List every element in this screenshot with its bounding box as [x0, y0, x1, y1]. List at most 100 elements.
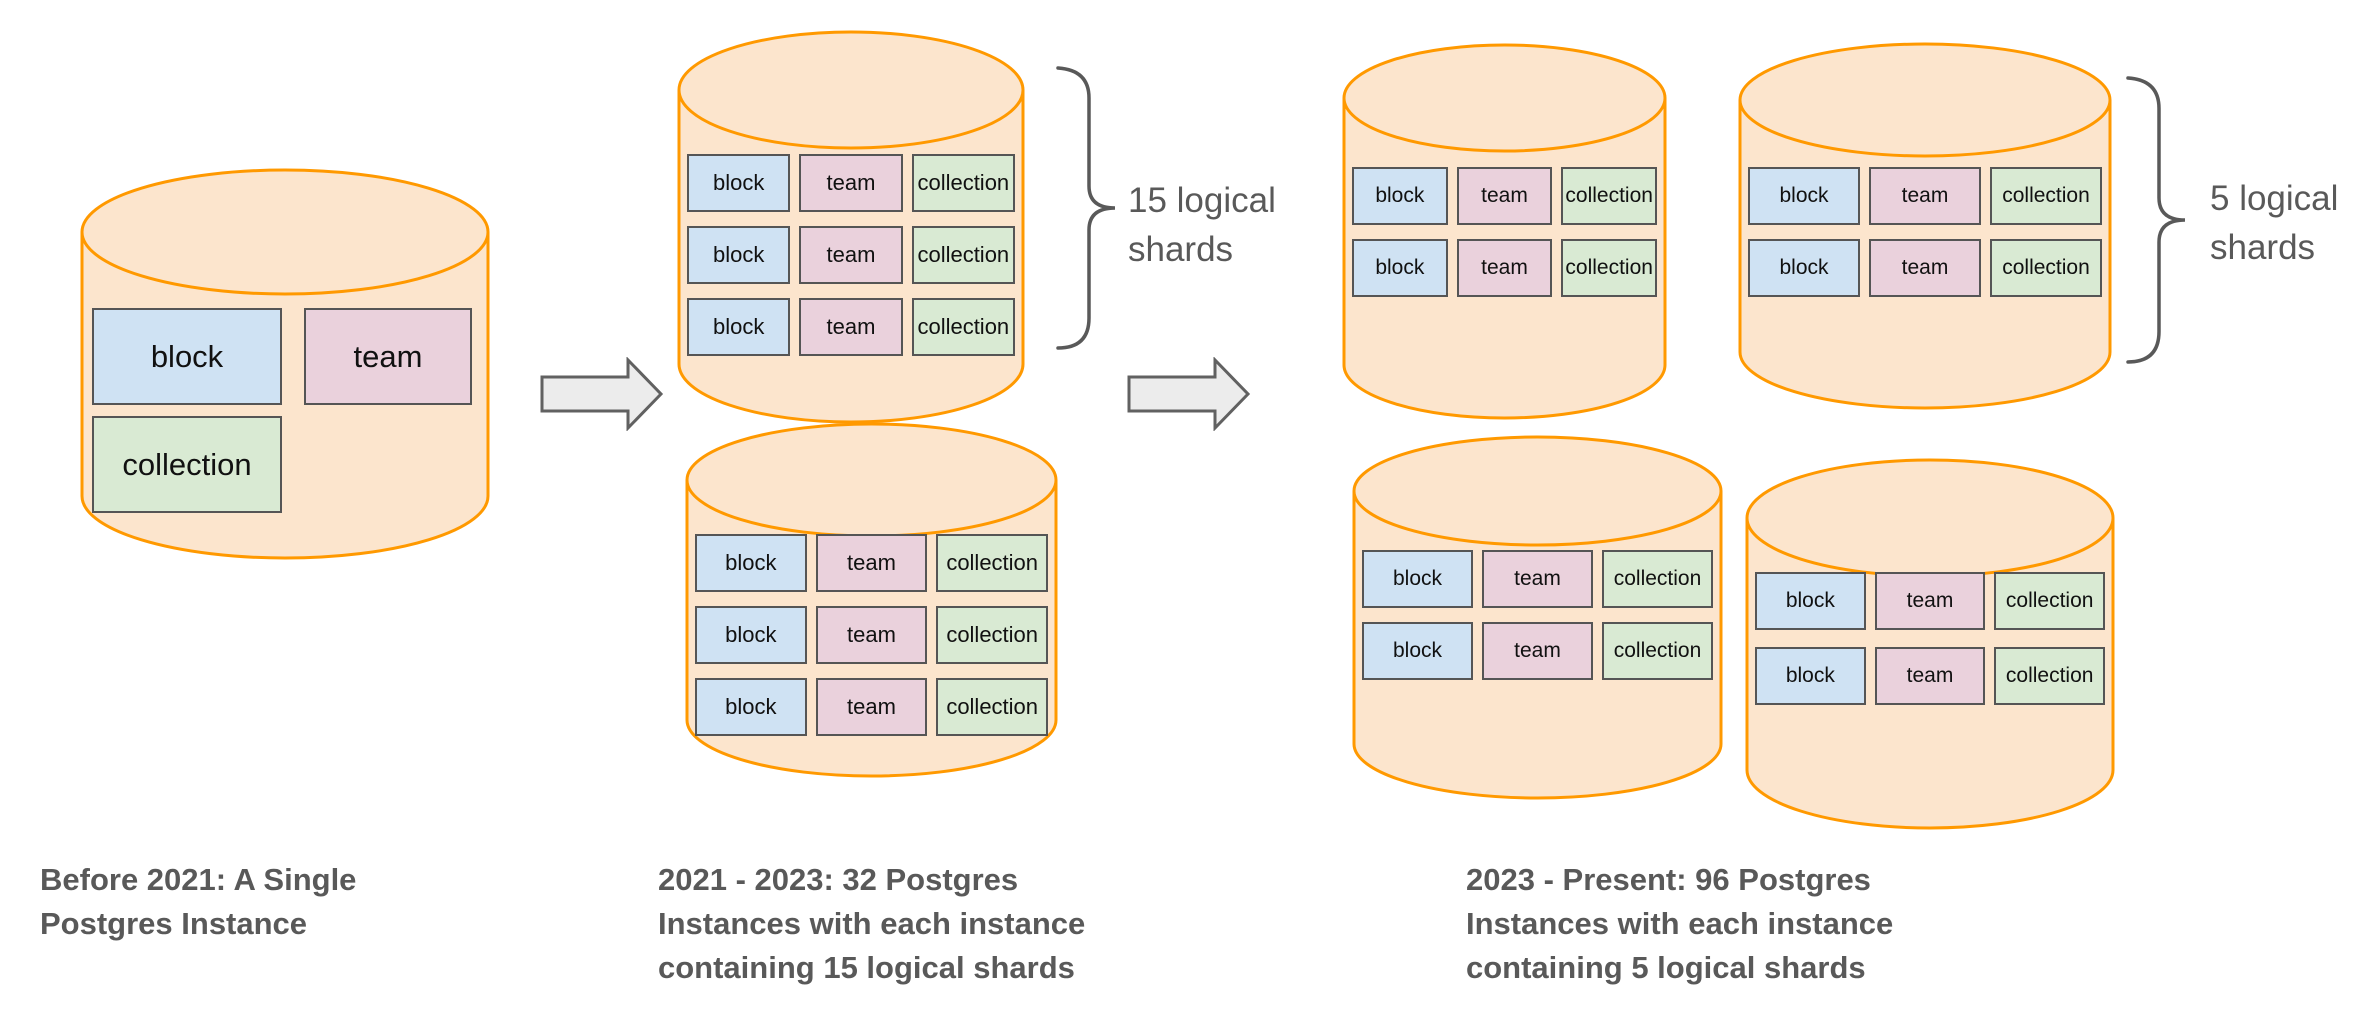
table-box-block: block: [1748, 167, 1860, 225]
table-box-team: team: [1869, 167, 1981, 225]
label-5-logical-shards: 5 logical shards: [2210, 174, 2338, 272]
postgres-cylinder-stage3-topleft: block team collection block team collect…: [1342, 43, 1667, 420]
label-line: shards: [2210, 228, 2316, 267]
table-row: block team collection: [1748, 239, 2102, 297]
postgres-cylinder-stage2-top: block team collection block team collect…: [677, 30, 1025, 424]
migration-arrow-1: [540, 357, 664, 431]
table-row: block team collection: [1352, 239, 1658, 297]
table-box-team: team: [799, 298, 903, 356]
table-row: block team collection: [1352, 167, 1658, 225]
table-box-block: block: [1755, 572, 1866, 630]
table-box-collection: collection: [1990, 167, 2102, 225]
table-box-team: team: [1874, 572, 1986, 630]
table-row: block team collection: [1748, 167, 2102, 225]
table-box-team: team: [1482, 550, 1593, 608]
curly-brace-icon: [1056, 66, 1116, 350]
table-box-team: team: [815, 534, 928, 592]
table-box-collection: collection: [1990, 239, 2102, 297]
table-box-team: team: [1456, 167, 1553, 225]
label-line: shards: [1128, 230, 1234, 269]
table-box-block: block: [1352, 167, 1448, 225]
table-rows: block team collection block team collect…: [1362, 550, 1713, 680]
label-15-logical-shards: 15 logical shards: [1128, 176, 1276, 274]
postgres-cylinder-stage3-bottomleft: block team collection block team collect…: [1352, 435, 1723, 800]
table-rows: block team collection block team collect…: [687, 154, 1015, 356]
table-box-collection: collection: [92, 416, 282, 513]
brace-15-logical-shards: [1056, 66, 1116, 350]
caption-line: Before 2021: A Single: [40, 862, 357, 897]
table-box-team: team: [304, 308, 472, 405]
table-box-team: team: [1456, 239, 1553, 297]
table-box-collection: collection: [911, 226, 1015, 284]
caption-line: containing 5 logical shards: [1466, 950, 1866, 985]
table-box-team: team: [815, 678, 928, 736]
label-line: 5 logical: [2210, 179, 2339, 218]
table-row: block team collection: [1362, 622, 1713, 680]
table-row: block team collection: [1755, 647, 2106, 705]
table-box-team: team: [1874, 647, 1986, 705]
table-row: block team collection: [695, 606, 1049, 664]
table-row: block team: [92, 308, 472, 405]
table-row: block team collection: [695, 534, 1049, 592]
table-box-team: team: [799, 154, 903, 212]
table-box-team: team: [1482, 622, 1593, 680]
table-box-block: block: [1352, 239, 1448, 297]
table-box-team: team: [815, 606, 928, 664]
table-box-collection: collection: [911, 154, 1015, 212]
table-box-collection: collection: [1561, 239, 1658, 297]
table-row: block team collection: [1362, 550, 1713, 608]
table-rows: block team collection: [92, 308, 472, 513]
caption-line: Instances with each instance: [658, 906, 1086, 941]
curly-brace-icon: [2126, 76, 2186, 364]
caption-line: Postgres Instance: [40, 906, 308, 941]
arrow-right-icon: [540, 357, 664, 431]
table-box-block: block: [687, 298, 791, 356]
stage2-caption: 2021 - 2023: 32 Postgres Instances with …: [658, 858, 1085, 990]
table-box-collection: collection: [1602, 550, 1713, 608]
table-box-team: team: [799, 226, 903, 284]
table-row: block team collection: [695, 678, 1049, 736]
postgres-cylinder-stage3-bottomright: block team collection block team collect…: [1745, 458, 2115, 830]
table-row: collection: [92, 416, 472, 513]
table-rows: block team collection block team collect…: [1352, 167, 1658, 297]
table-box-collection: collection: [936, 678, 1049, 736]
table-box-collection: collection: [1994, 647, 2106, 705]
caption-line: Instances with each instance: [1466, 906, 1894, 941]
brace-5-logical-shards: [2126, 76, 2186, 364]
caption-line: 2021 - 2023: 32 Postgres: [658, 862, 1019, 897]
table-box-block: block: [687, 226, 791, 284]
postgres-cylinder-stage1: block team collection: [80, 168, 490, 560]
table-box-block: block: [92, 308, 282, 405]
table-box-block: block: [695, 606, 807, 664]
stage3-caption: 2023 - Present: 96 Postgres Instances wi…: [1466, 858, 1893, 990]
postgres-cylinder-stage3-topright: block team collection block team collect…: [1738, 42, 2112, 410]
migration-arrow-2: [1127, 357, 1251, 431]
table-box-block: block: [1362, 550, 1473, 608]
stage1-caption: Before 2021: A Single Postgres Instance: [40, 858, 356, 946]
table-row: block team collection: [687, 298, 1015, 356]
table-box-collection: collection: [911, 298, 1015, 356]
postgres-cylinder-stage2-bottom: block team collection block team collect…: [685, 422, 1058, 778]
table-box-block: block: [1362, 622, 1473, 680]
table-box-block: block: [695, 534, 807, 592]
table-row: block team collection: [687, 154, 1015, 212]
table-box-collection: collection: [1561, 167, 1658, 225]
caption-line: containing 15 logical shards: [658, 950, 1075, 985]
table-box-team: team: [1869, 239, 1981, 297]
table-box-collection: collection: [936, 606, 1049, 664]
label-line: 15 logical: [1128, 181, 1276, 220]
caption-line: 2023 - Present: 96 Postgres: [1466, 862, 1871, 897]
table-box-block: block: [1755, 647, 1866, 705]
table-row: block team collection: [687, 226, 1015, 284]
arrow-right-icon: [1127, 357, 1251, 431]
table-box-block: block: [687, 154, 791, 212]
table-box-collection: collection: [936, 534, 1049, 592]
table-box-block: block: [1748, 239, 1860, 297]
table-rows: block team collection block team collect…: [695, 534, 1049, 736]
table-box-collection: collection: [1602, 622, 1713, 680]
table-row: block team collection: [1755, 572, 2106, 630]
table-box-block: block: [695, 678, 807, 736]
table-box-collection: collection: [1994, 572, 2106, 630]
table-rows: block team collection block team collect…: [1755, 572, 2106, 705]
